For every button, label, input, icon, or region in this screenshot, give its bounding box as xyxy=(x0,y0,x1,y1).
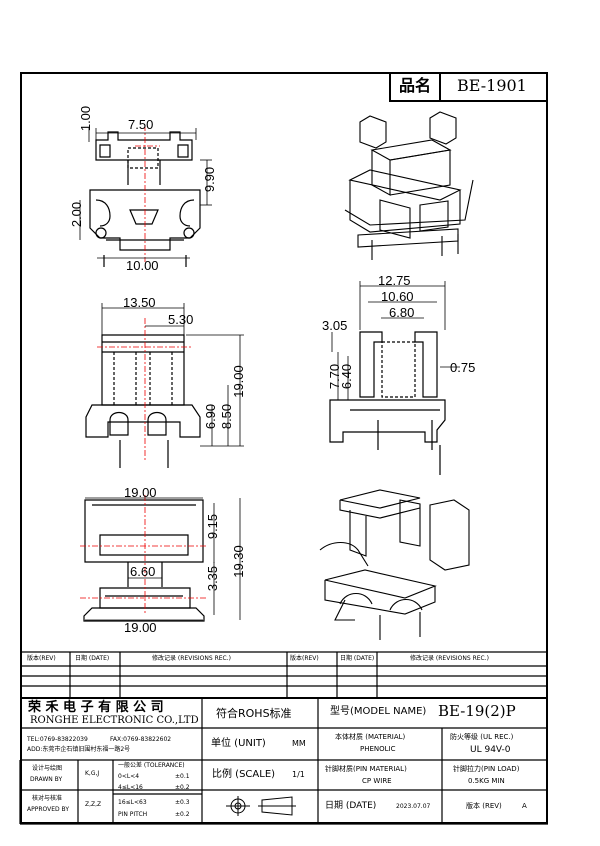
company-en: RONGHE ELECTRONIC CO.,LTD xyxy=(30,715,199,726)
dim-label: 0.75 xyxy=(450,360,476,375)
part-header: 品名 BE-1901 xyxy=(389,72,548,102)
dim-label: 1.00 xyxy=(78,105,94,132)
dim-label: 10.60 xyxy=(381,289,414,304)
dim-label: 6.90 xyxy=(203,403,219,430)
front-view-2 xyxy=(85,334,201,468)
tol-value-2: ±0.2 xyxy=(175,784,190,791)
top-view-4 xyxy=(83,499,205,622)
rev-col-5: 日期 (DATE) xyxy=(340,655,375,662)
dim-label: 3.35 xyxy=(205,565,221,592)
pin-material-label: 针脚材质(PIN MATERIAL) xyxy=(325,765,407,773)
pin-load-value: 0.5KG MIN xyxy=(468,777,505,785)
dim-label: 8.50 xyxy=(219,403,235,430)
rev-label: 版本 (REV) xyxy=(466,802,502,810)
iso-view-2 xyxy=(319,489,470,640)
dim-label: 3.05 xyxy=(322,318,348,333)
pin-load-label: 针脚拉力(PIN LOAD) xyxy=(453,765,520,773)
dim-label: 2.00 xyxy=(69,201,85,228)
pin-material-value: CP WIRE xyxy=(362,777,392,785)
rev-col-1: 版本(REV) xyxy=(27,655,56,662)
dim-label: 19.00 xyxy=(124,620,157,635)
side-view-3 xyxy=(329,331,446,475)
drawn-by-value: K,G,J xyxy=(85,770,100,777)
dim-label: 10.00 xyxy=(126,258,159,273)
ul-value: UL 94V-0 xyxy=(470,745,511,755)
unit-value: MM xyxy=(292,739,306,748)
rev-col-4: 版本(REV) xyxy=(290,655,319,662)
rohs-label: 符合ROHS标准 xyxy=(216,707,292,720)
ul-label: 防火等级 (UL REC.) xyxy=(450,733,514,741)
company-address: ADD:东莞市企石镇旧围村东福一路2号 xyxy=(27,746,131,753)
dim-label: 6.60 xyxy=(130,564,156,579)
company-tel: TEL:0769-83822039 xyxy=(27,736,88,743)
dim-label: 19.00 xyxy=(124,485,157,500)
dim-label: 6.40 xyxy=(339,363,355,390)
body-material-label: 本体材质 (MATERIAL) xyxy=(335,733,406,741)
approved-by-label-en: APPROVED BY xyxy=(27,806,70,813)
tol-range-3: 16≤L<63 xyxy=(118,799,147,806)
tol-value-1: ±0.1 xyxy=(175,773,190,780)
drawing-frame xyxy=(20,72,548,824)
dim-label: 9.15 xyxy=(205,513,221,540)
dim-label: 7.50 xyxy=(128,117,154,132)
body-material-value: PHENOLIC xyxy=(360,745,396,753)
dim-label: 5.30 xyxy=(168,312,194,327)
drawn-by-label-en: DRAWN BY xyxy=(30,776,63,783)
part-number: BE-1901 xyxy=(457,76,527,95)
scale-label: 比例 (SCALE) xyxy=(212,769,276,780)
dim-label: 13.50 xyxy=(123,295,156,310)
top-view-1 xyxy=(89,131,201,267)
tol-value-3: ±0.3 xyxy=(175,799,190,806)
part-label: 品名 xyxy=(399,76,432,95)
company-fax: FAX:0769-83822602 xyxy=(110,736,172,743)
dim-label: 19.30 xyxy=(230,545,246,578)
rev-col-6: 修改记录 (REVISIONS REC.) xyxy=(410,655,489,662)
unit-label: 单位 (UNIT) xyxy=(211,738,266,749)
rev-value: A xyxy=(522,802,527,810)
scale-value: 1/1 xyxy=(292,770,305,779)
rev-col-2: 日期 (DATE) xyxy=(75,655,110,662)
dim-label: 6.80 xyxy=(389,305,415,320)
title-block-lines xyxy=(19,651,548,825)
tol-range-1: 0<L<4 xyxy=(118,773,140,780)
model-label: 型号(MODEL NAME) xyxy=(330,706,427,717)
company-cn: 荣 禾 电 子 有 限 公 司 xyxy=(28,700,164,715)
approved-by-value: Z,Z,Z xyxy=(85,801,102,808)
dim-label: 19.00 xyxy=(230,365,246,398)
tol-value-4: ±0.2 xyxy=(175,811,190,818)
date-label: 日期 (DATE) xyxy=(325,801,377,811)
dim-label: 9.90 xyxy=(202,166,218,193)
drawn-by-label-cn: 设计与绘图 xyxy=(32,765,63,772)
iso-view-1 xyxy=(344,111,474,260)
date-value: 2023.07.07 xyxy=(396,803,431,810)
approved-by-label-cn: 核对与核准 xyxy=(32,795,63,802)
tol-range-4: PIN PITCH xyxy=(118,811,148,818)
tolerance-title: 一般公差 (TOLERANCE) xyxy=(118,762,185,769)
model-value: BE-19(2)P xyxy=(438,702,516,720)
projection-symbol xyxy=(226,796,296,816)
rev-col-3: 修改记录 (REVISIONS REC.) xyxy=(152,655,231,662)
dim-label: 12.75 xyxy=(378,273,411,288)
tol-range-2: 4≤L<16 xyxy=(118,784,143,791)
